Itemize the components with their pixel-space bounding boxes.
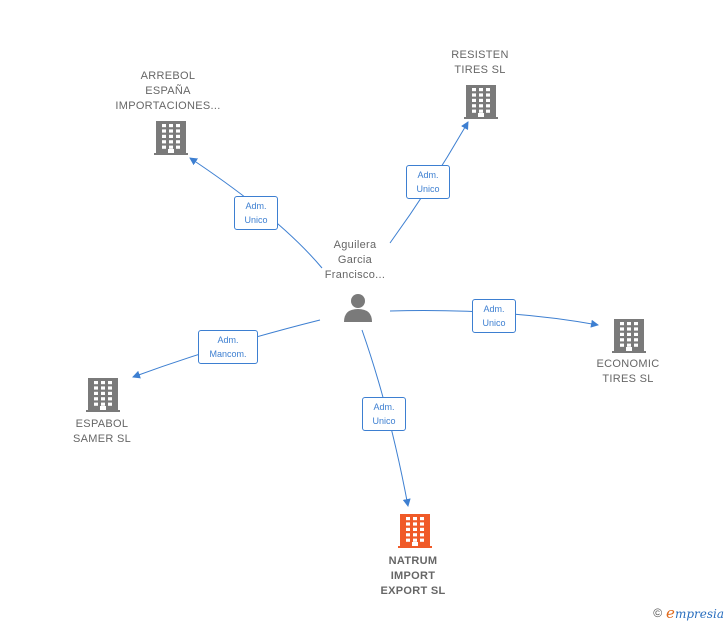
edge-label-resisten: Adm. Unico (406, 165, 450, 199)
person-name[interactable]: Aguilera Garcia Francisco... (324, 239, 386, 281)
building-icon-resisten[interactable] (464, 85, 498, 119)
company-name-economic[interactable]: ECONOMIC TIRES SL (596, 358, 660, 385)
person-icon[interactable] (344, 294, 372, 322)
company-name-espabol[interactable]: ESPABOL SAMER SL (72, 418, 132, 445)
brand-watermark: © empresia (653, 604, 724, 622)
building-icon-arrebol[interactable] (154, 121, 188, 155)
building-icon-natrum[interactable] (398, 514, 432, 548)
brand-logo-mark: e (666, 604, 675, 622)
edge-label-espabol: Adm. Mancom. (198, 330, 258, 364)
building-icon-economic[interactable] (612, 319, 646, 353)
brand-logo-name: mpresia (674, 607, 724, 621)
edge-label-economic: Adm. Unico (472, 299, 516, 333)
copyright-symbol: © (653, 606, 663, 620)
company-name-resisten[interactable]: RESISTEN TIRES SL (451, 49, 509, 76)
company-name-natrum[interactable]: NATRUM IMPORT EXPORT SL (380, 555, 446, 597)
edge-label-arrebol: Adm. Unico (234, 196, 278, 230)
edge-label-natrum: Adm. Unico (362, 397, 406, 431)
company-name-arrebol[interactable]: ARREBOL ESPAÑA IMPORTACIONES... (115, 70, 221, 112)
building-icon-espabol[interactable] (86, 378, 120, 412)
